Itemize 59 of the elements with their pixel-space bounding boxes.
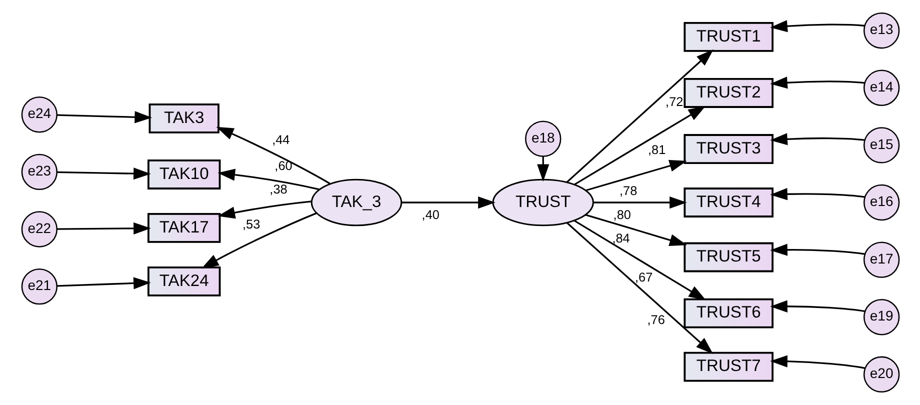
- arrow: [200, 212, 316, 269]
- node-ellipse: TRUST: [492, 178, 594, 226]
- arrow: [770, 188, 865, 200]
- arrow: [770, 355, 866, 370]
- node-circle: e18: [524, 120, 561, 157]
- edge-label: ,72: [665, 94, 683, 109]
- edge-label: ,84: [612, 230, 630, 246]
- node-box: TAK17: [147, 213, 220, 243]
- node-circle: e17: [862, 242, 900, 278]
- arrow: [592, 196, 686, 209]
- edge-label: ,67: [634, 269, 652, 284]
- node-circle: e21: [20, 268, 58, 305]
- arrow: [216, 126, 330, 184]
- node-circle: e22: [20, 211, 58, 248]
- arrow: [770, 244, 865, 256]
- arrow: [573, 220, 706, 300]
- arrow: [56, 222, 150, 234]
- node-circle: e13: [862, 12, 900, 49]
- arrow: [217, 200, 311, 219]
- node-circle: e24: [20, 96, 58, 133]
- arrow: [584, 214, 686, 246]
- edge-label: ,53: [242, 216, 260, 232]
- edge-label: ,44: [272, 132, 290, 147]
- arrow: [770, 20, 864, 32]
- arrow: [401, 196, 495, 209]
- edge-label: ,80: [612, 206, 630, 222]
- arrow: [770, 133, 864, 146]
- node-box: TRUST1: [683, 22, 773, 52]
- node-box: TRUST7: [683, 352, 773, 382]
- node-circle: e20: [862, 356, 900, 393]
- node-box: TRUST6: [683, 298, 773, 328]
- node-box: TAK3: [148, 104, 219, 134]
- arrow: [217, 168, 319, 190]
- node-circle: e16: [862, 184, 900, 221]
- node-circle: e19: [862, 299, 900, 336]
- node-box: TRUST3: [683, 134, 773, 164]
- edge-label: ,81: [648, 142, 666, 157]
- node-box: TRUST4: [683, 188, 773, 218]
- arrow: [574, 106, 706, 186]
- arrow: [770, 76, 864, 89]
- arrow: [585, 160, 686, 192]
- edge-label: ,76: [646, 312, 664, 327]
- edge-label: ,40: [421, 206, 439, 222]
- node-box: TAK10: [147, 160, 220, 190]
- node-ellipse: TAK_3: [310, 178, 402, 226]
- edge-label: ,78: [619, 182, 637, 198]
- node-box: TRUST2: [683, 78, 773, 108]
- arrow: [770, 300, 865, 312]
- arrow: [566, 222, 713, 354]
- arrow: [566, 49, 714, 183]
- node-box: TAK24: [147, 266, 220, 296]
- node-circle: e14: [862, 70, 900, 106]
- node-box: TRUST5: [683, 242, 773, 272]
- edge-label: ,38: [269, 181, 287, 196]
- arrow: [56, 111, 152, 124]
- node-circle: e15: [862, 127, 900, 164]
- node-circle: e23: [20, 154, 58, 190]
- arrow: [56, 168, 150, 180]
- arrow: [56, 277, 150, 290]
